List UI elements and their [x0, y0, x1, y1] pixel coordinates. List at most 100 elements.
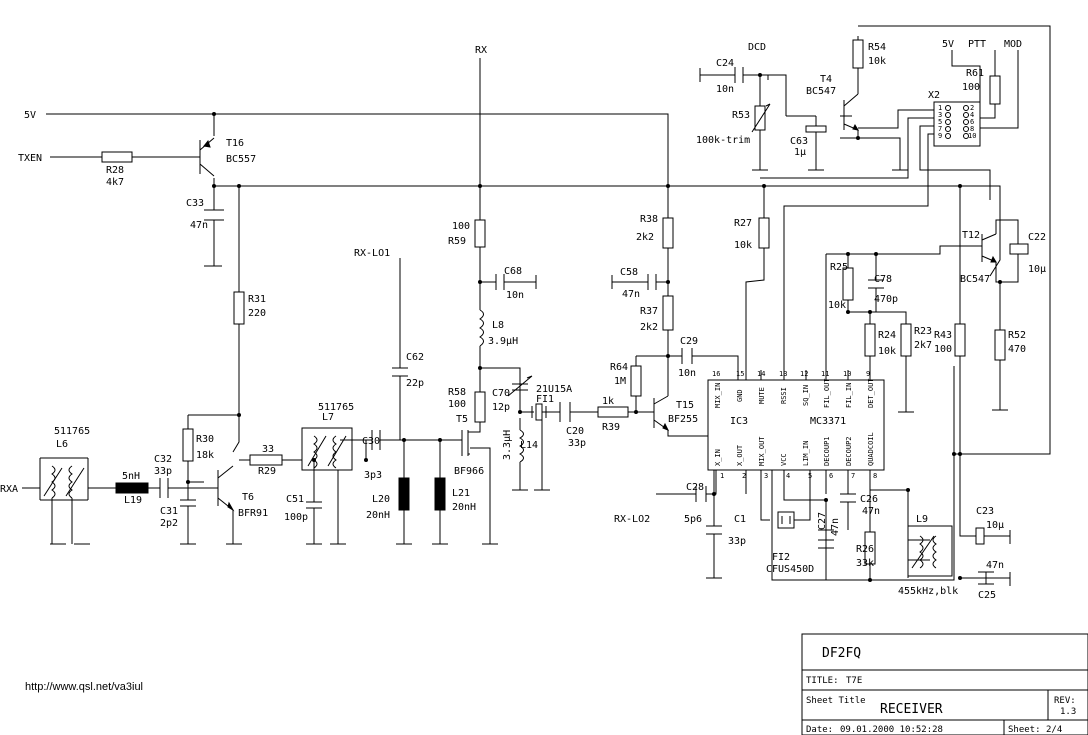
x2-pin-3: 3: [938, 111, 942, 119]
c70-val: 12p: [492, 402, 510, 413]
component-labels: T16 BC557 R28 4k7 C33 47n R31 220 R30 18…: [54, 42, 1046, 601]
c30-ref: C30: [362, 436, 380, 447]
c23-body: [975, 527, 985, 545]
t5-ref: T5: [456, 414, 468, 425]
c58-ref: C58: [620, 267, 638, 278]
r30-val: 18k: [196, 450, 214, 461]
r64-ref: R64: [610, 362, 628, 373]
fi1-val: 21U15A: [536, 384, 572, 395]
c78-val: 470p: [874, 294, 898, 305]
ic3-pin-14-num: 14: [757, 370, 765, 378]
l8-ref: L8: [492, 320, 504, 331]
l6-transformer: [39, 457, 89, 544]
r53-val: 100k-trim: [696, 135, 750, 146]
l21-body: [434, 477, 446, 511]
x2-pin-2: 2: [970, 104, 974, 112]
tb-sheet-title: RECEIVER: [880, 702, 943, 717]
c68-plates: [495, 274, 536, 290]
net-5v-right: 5V: [942, 39, 954, 50]
r54-body: [852, 39, 864, 69]
r30-body: [182, 428, 194, 462]
c51-val: 100p: [284, 512, 308, 523]
ic3-pin-11-num: 11: [821, 370, 829, 378]
fi1-filter: [531, 403, 547, 421]
wires: [22, 25, 1051, 584]
l8-coil: [479, 309, 484, 347]
r23-ref: R23: [914, 326, 932, 337]
ic3-pin-15-num: 15: [736, 370, 744, 378]
c25-val: 47n: [986, 560, 1004, 571]
ic3-pin-10-name: FIL_IN: [845, 383, 853, 408]
c63-body: [805, 125, 827, 133]
t16-transistor: [199, 137, 215, 177]
r53-wiper: [751, 103, 771, 133]
r59-ref: R59: [448, 236, 466, 247]
ic3-top-pins: 16 15 14 13 12 11 10 9 MIX_IN GND MUTE R…: [712, 370, 875, 408]
c32-plates: [159, 478, 169, 498]
l14-ref: L14: [520, 440, 538, 451]
r30-ref: R30: [196, 434, 214, 445]
c29-val: 10n: [678, 368, 696, 379]
c27-plates: [818, 529, 834, 541]
r28-ref: R28: [106, 165, 124, 176]
c78-plates: [868, 279, 884, 289]
ic3-pin-5-num: 5: [808, 472, 812, 480]
c62-ref: C62: [406, 352, 424, 363]
r31-body: [233, 291, 245, 325]
source-url: http://www.qsl.net/va3iul: [25, 681, 144, 693]
t4-val: BC547: [806, 86, 836, 97]
c30-plates: [371, 430, 381, 450]
ground-symbols: [50, 68, 1011, 586]
r59-val: 100: [452, 221, 470, 232]
c33-ref: C33: [186, 198, 204, 209]
r64-val: 1M: [614, 376, 626, 387]
c32-val: 33p: [154, 466, 172, 477]
t4-transistor: [840, 93, 860, 131]
l9-ref: L9: [916, 514, 928, 525]
x2-pin-9: 9: [938, 132, 942, 140]
tb-date: 09.01.2000 10:52:28: [840, 725, 943, 735]
l19-val: 5nH: [122, 471, 140, 482]
l20-body: [398, 477, 410, 511]
t16-val: BC557: [226, 154, 256, 165]
l7-val: 511765: [318, 402, 354, 413]
tb-sheet: 2/4: [1046, 725, 1062, 735]
ic3-pin-7-num: 7: [851, 472, 855, 480]
c24-ref: C24: [716, 58, 734, 69]
c1-plates: [706, 525, 722, 535]
electrolytic-caps: [805, 125, 1029, 545]
ic3-pin-12-num: 12: [800, 370, 808, 378]
tb-title-label: TITLE:: [806, 676, 839, 686]
r26-val: 33k: [856, 558, 874, 569]
r29-ref: R29: [258, 466, 276, 477]
ic3-pin-6-num: 6: [829, 472, 833, 480]
r38-body: [662, 217, 674, 249]
c70-ref: C70: [492, 388, 510, 399]
c22-ref: C22: [1028, 232, 1046, 243]
c31-ref: C31: [160, 506, 178, 517]
x2-pin-4: 4: [970, 111, 974, 119]
t4-ref: T4: [820, 74, 832, 85]
r43-val: 100: [934, 344, 952, 355]
tb-sheet-label: Sheet:: [1008, 725, 1041, 735]
c23-ref: C23: [976, 506, 994, 517]
ic3-pin-13-num: 13: [779, 370, 787, 378]
net-rx-lo2: RX-LO2: [614, 514, 650, 525]
ic3-pin-10-num: 10: [843, 370, 851, 378]
l19-ref: L19: [124, 495, 142, 506]
ic3-pin-14-name: MUTE: [758, 387, 766, 404]
c68-ref: C68: [504, 266, 522, 277]
c58-val: 47n: [622, 289, 640, 300]
c24-val: 10n: [716, 84, 734, 95]
net-ptt: PTT: [968, 39, 986, 50]
t12-val: BC547: [960, 274, 990, 285]
c24-plates: [734, 67, 744, 83]
ic3-pin-1-num: 1: [720, 472, 724, 480]
r37-ref: R37: [640, 306, 658, 317]
fi1-ref: FI1: [536, 394, 554, 405]
c20-ref: C20: [566, 426, 584, 437]
r25-ref: R25: [830, 262, 848, 273]
l21-ref: L21: [452, 488, 470, 499]
fi2-val: CFUS450D: [766, 564, 814, 575]
